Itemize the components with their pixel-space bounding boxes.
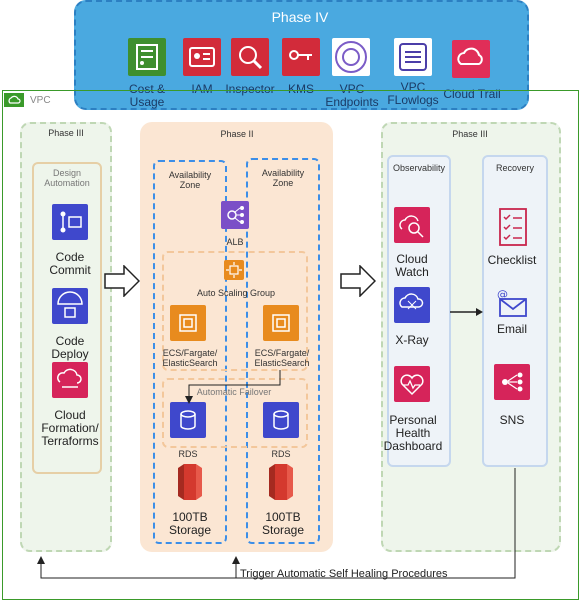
email-label: Email xyxy=(496,322,527,336)
flow-arrow-left xyxy=(104,264,141,298)
iam-icon xyxy=(183,38,221,76)
az-right-label: Availability Zone xyxy=(261,168,305,188)
vpc-endpoints-label: VPC Endpoints xyxy=(325,82,379,109)
codedeploy-label: Code Deploy xyxy=(51,334,89,361)
cloudwatch-icon xyxy=(394,207,430,243)
storage-right-label: 100TB Storage xyxy=(261,510,305,537)
cost-usage-icon xyxy=(128,38,166,76)
svg-text:@: @ xyxy=(497,288,508,301)
checklist-label: Checklist xyxy=(487,253,537,267)
asg-icon xyxy=(224,260,244,280)
iam-label: IAM xyxy=(191,82,213,96)
obs-to-recovery-arrow xyxy=(450,308,483,316)
kms-label: KMS xyxy=(287,82,314,96)
cost-usage-label: Cost & Usage xyxy=(128,82,165,109)
codecommit-icon xyxy=(52,204,88,240)
recovery-box xyxy=(482,155,548,467)
vpc-label: VPC xyxy=(30,95,51,106)
vpc-boundary xyxy=(2,90,579,600)
phase4-title: Phase IV xyxy=(271,9,329,25)
vpc-endpoints-icon xyxy=(332,38,370,76)
cloudtrail-icon xyxy=(452,40,490,78)
asg-label: Auto Scaling Group xyxy=(196,288,276,298)
vpc-flowlogs-icon xyxy=(394,38,432,76)
phase3-left-box xyxy=(20,122,112,552)
codecommit-label: Code Commit xyxy=(49,250,91,277)
vpc-icon xyxy=(4,93,24,107)
cloudformation-icon xyxy=(52,362,88,398)
self-healing-label: Trigger Automatic Self Healing Procedure… xyxy=(240,568,448,580)
ecs-left-label: ECS/Fargate/ ElasticSearch xyxy=(162,348,218,368)
phase3-right-title: Phase III xyxy=(452,129,488,139)
az-left-label: Availability Zone xyxy=(168,170,212,190)
failover-label: Automatic Failover xyxy=(196,387,272,397)
inspector-icon xyxy=(231,38,269,76)
checklist-icon xyxy=(495,207,531,247)
failover-box xyxy=(162,378,308,448)
ecs-right-icon xyxy=(263,305,299,341)
rds-left-label: RDS xyxy=(178,449,198,459)
cloudwatch-label: Cloud Watch xyxy=(395,252,429,279)
rds-left-icon xyxy=(170,402,206,438)
codedeploy-icon xyxy=(52,288,88,324)
ecs-right-label: ECS/Fargate/ ElasticSearch xyxy=(254,348,310,368)
observability-label: Observability xyxy=(392,163,446,173)
ecs-rds-connector xyxy=(185,370,281,404)
xray-label: X-Ray xyxy=(395,333,429,347)
inspector-label: Inspector xyxy=(225,82,275,96)
alb-label: ALB xyxy=(226,237,244,247)
health-dashboard-label: Personal Health Dashboard xyxy=(383,413,443,453)
sns-label: SNS xyxy=(499,413,525,427)
flow-arrow-right xyxy=(340,264,377,298)
health-dashboard-icon xyxy=(394,366,430,402)
storage-left-label: 100TB Storage xyxy=(168,510,212,537)
asg-box xyxy=(162,251,308,371)
self-healing-loop xyxy=(37,468,516,579)
rds-right-icon xyxy=(263,402,299,438)
az-right-box xyxy=(246,158,320,544)
phase2-title: Phase II xyxy=(220,129,254,139)
storage-right-icon xyxy=(263,462,299,502)
recovery-label: Recovery xyxy=(495,163,534,173)
phase3-left-title: Phase III xyxy=(48,128,84,138)
design-automation-label: Design Automation xyxy=(44,168,90,188)
sns-icon xyxy=(494,364,530,400)
email-icon: @ xyxy=(494,287,530,319)
design-automation-box xyxy=(32,162,102,474)
rds-right-label: RDS xyxy=(271,449,291,459)
ecs-left-icon xyxy=(170,305,206,341)
xray-icon xyxy=(394,287,430,323)
alb-icon xyxy=(221,201,249,229)
storage-left-icon xyxy=(172,462,208,502)
az-left-box xyxy=(153,160,227,544)
kms-icon xyxy=(282,38,320,76)
cloudformation-label: Cloud Formation/ Terraforms xyxy=(41,408,99,448)
